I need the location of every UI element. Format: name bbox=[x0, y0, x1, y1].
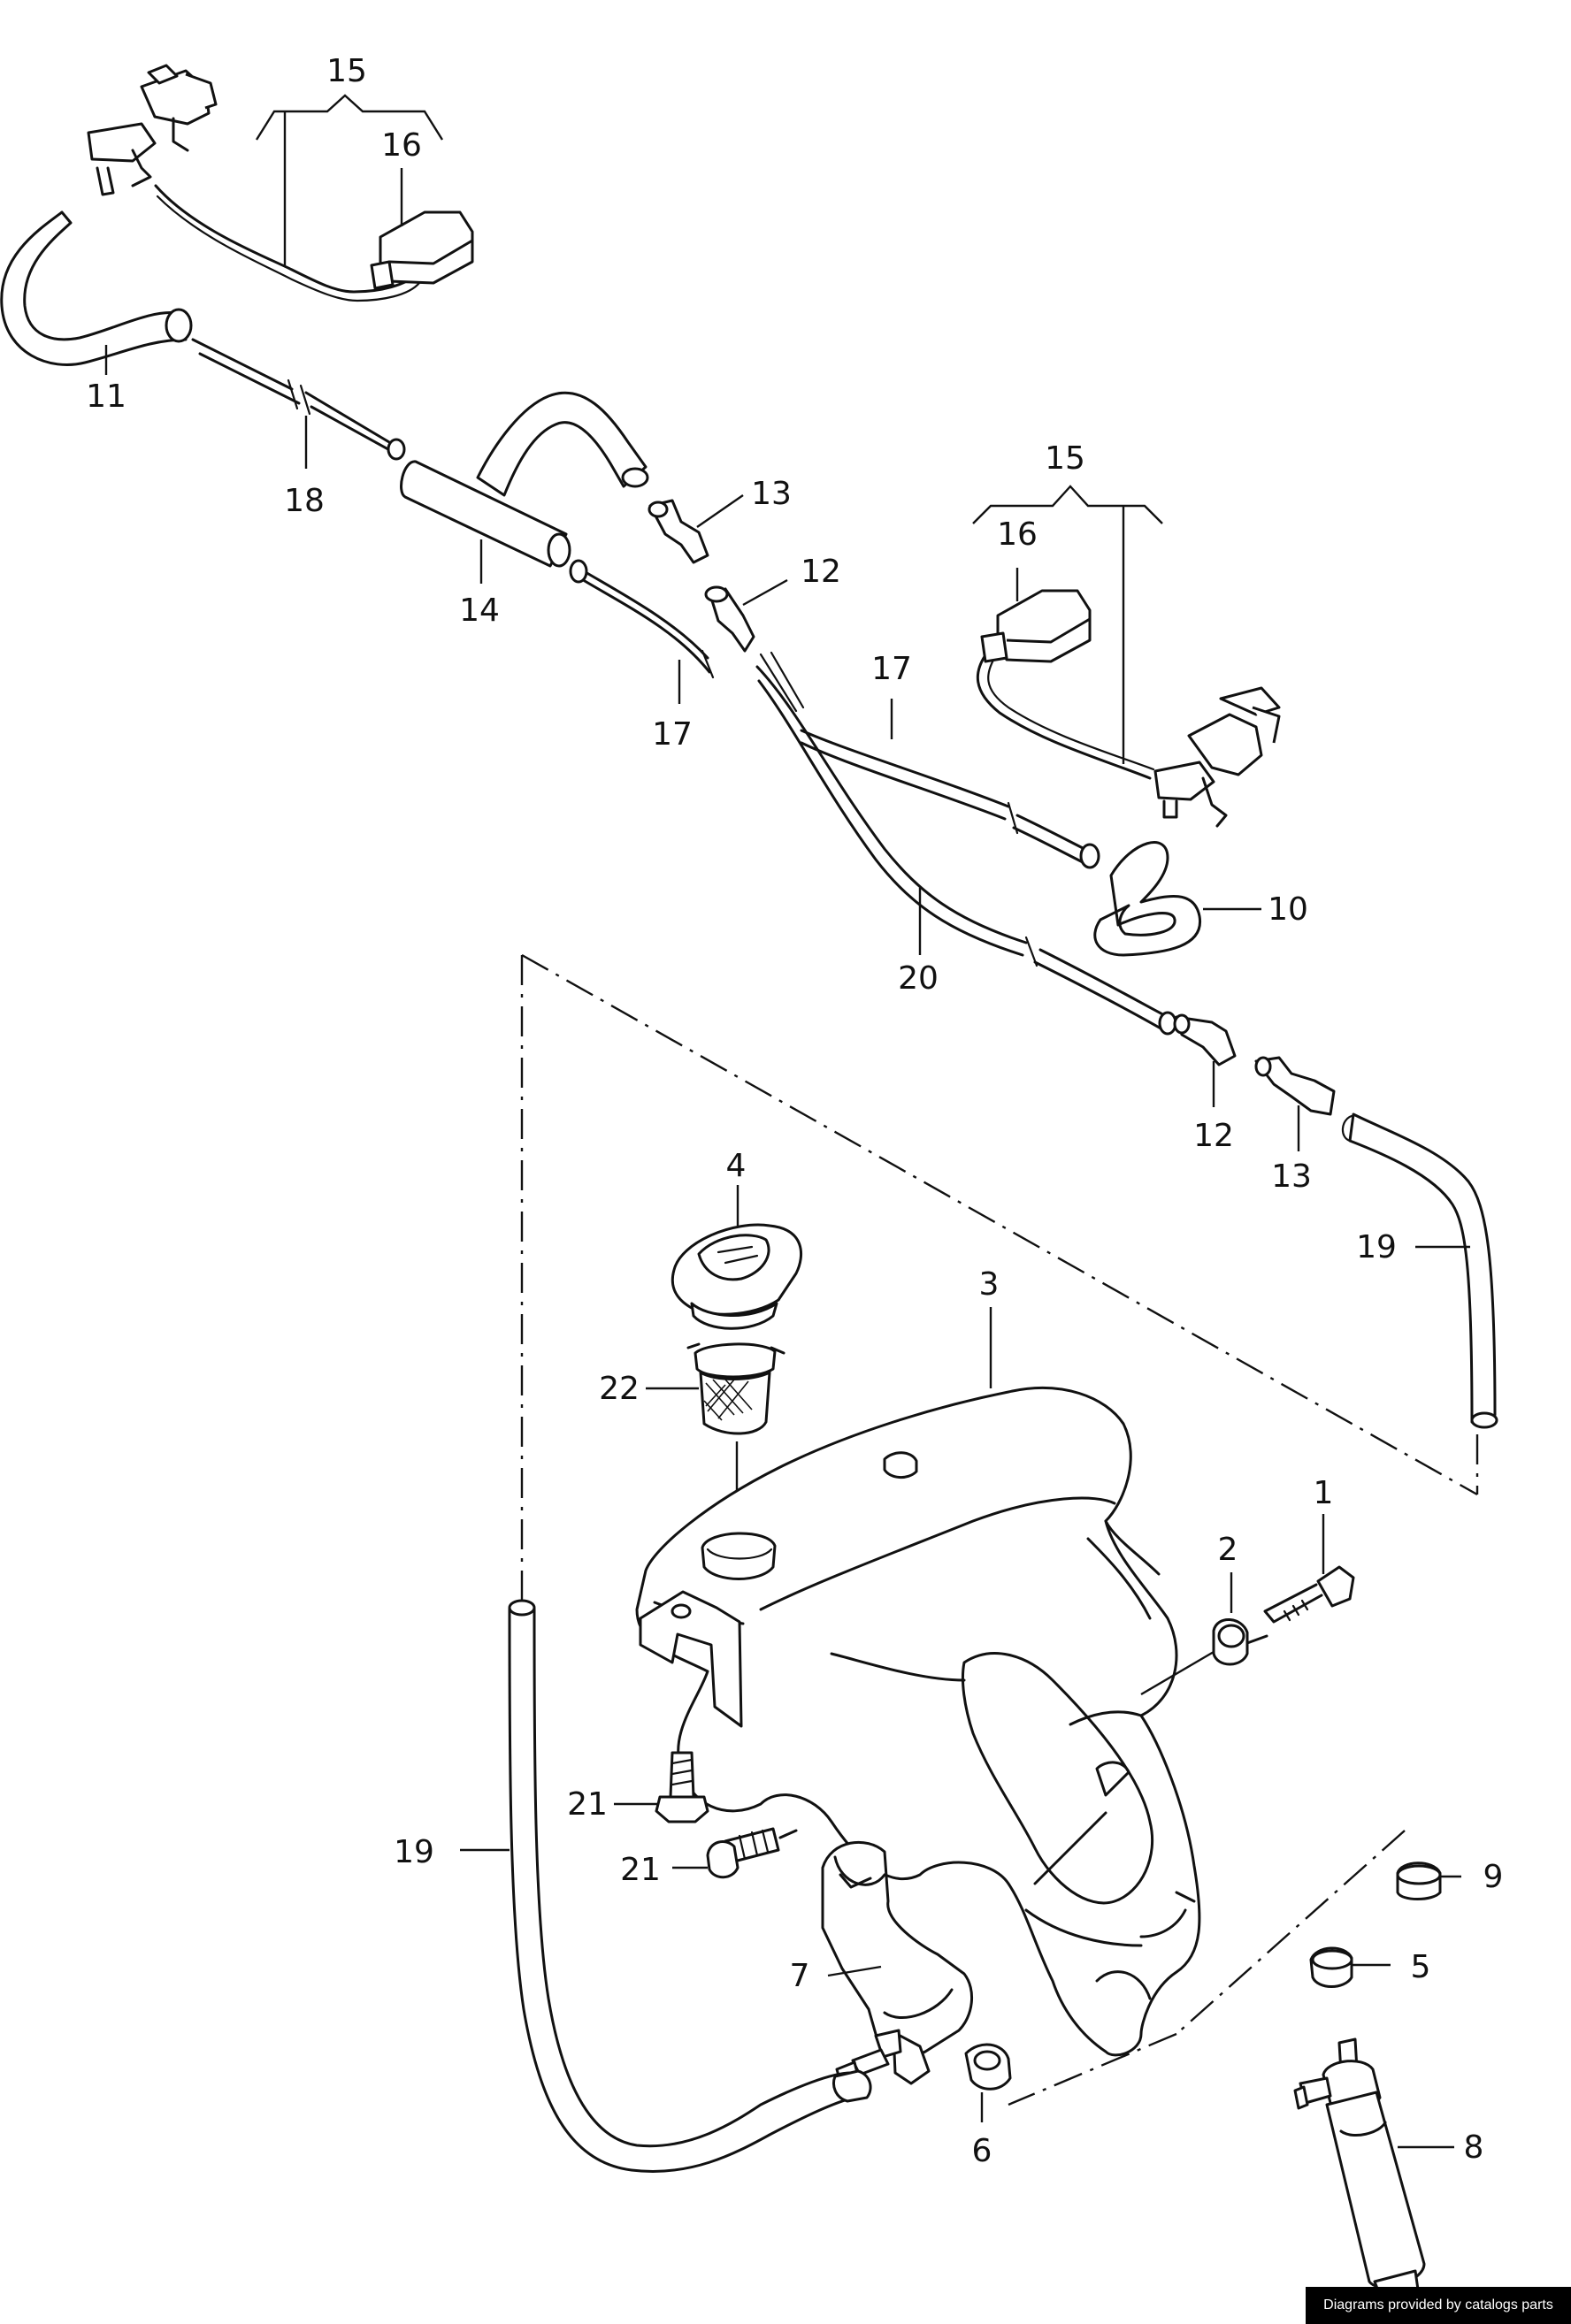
callout-14[interactable]: 14 bbox=[459, 592, 500, 629]
callout-21-horizontal[interactable]: 21 bbox=[620, 1852, 661, 1888]
hose-19-upper bbox=[1348, 1112, 1497, 1424]
plug-9 bbox=[1396, 1861, 1442, 1900]
hose-17-left bbox=[573, 564, 711, 674]
callout-9[interactable]: 9 bbox=[1483, 1859, 1504, 1895]
dash-line-top bbox=[521, 953, 1478, 1496]
callout-16-right[interactable]: 16 bbox=[997, 516, 1038, 553]
callout-17-left[interactable]: 17 bbox=[652, 716, 693, 753]
hose-14-y-piece bbox=[400, 391, 649, 568]
callout-12-top[interactable]: 12 bbox=[801, 554, 841, 590]
hose-17-right bbox=[800, 729, 1090, 865]
callout-10[interactable]: 10 bbox=[1268, 891, 1308, 928]
hose-10 bbox=[1093, 841, 1202, 957]
connector-12-top bbox=[704, 585, 755, 653]
callout-8[interactable]: 8 bbox=[1464, 2129, 1484, 2166]
washer-pump-7 bbox=[821, 1840, 974, 2085]
callout-12-lower[interactable]: 12 bbox=[1193, 1118, 1234, 1154]
bolt-1 bbox=[1263, 1565, 1355, 1624]
electrical-plug-right bbox=[980, 589, 1092, 663]
connector-13-top bbox=[648, 499, 709, 564]
dash-line-pump bbox=[1008, 1830, 1406, 2106]
callout-2[interactable]: 2 bbox=[1218, 1532, 1238, 1568]
callout-13-top[interactable]: 13 bbox=[751, 476, 792, 512]
callout-15-right[interactable]: 15 bbox=[1045, 440, 1085, 477]
reservoir-cap bbox=[671, 1223, 802, 1330]
hose-20 bbox=[755, 665, 1169, 1031]
connector-13-lower bbox=[1254, 1056, 1336, 1116]
callout-13-lower[interactable]: 13 bbox=[1271, 1158, 1312, 1195]
hose-19-lower bbox=[508, 1602, 863, 2173]
washer-nozzle-right bbox=[1153, 686, 1281, 828]
callout-7[interactable]: 7 bbox=[790, 1958, 810, 1994]
callout-20[interactable]: 20 bbox=[898, 960, 939, 997]
callout-16-top[interactable]: 16 bbox=[381, 127, 422, 164]
callout-6[interactable]: 6 bbox=[972, 2133, 992, 2169]
mounting-bracket bbox=[639, 1590, 743, 1728]
electrical-plug-left bbox=[370, 210, 474, 290]
callout-5[interactable]: 5 bbox=[1411, 1949, 1431, 1985]
callout-19-lower[interactable]: 19 bbox=[394, 1834, 434, 1870]
callout-4[interactable]: 4 bbox=[726, 1148, 747, 1184]
wire-harness-left-inner bbox=[156, 195, 421, 302]
callout-3[interactable]: 3 bbox=[979, 1266, 1000, 1303]
callout-18[interactable]: 18 bbox=[284, 483, 325, 519]
credit-banner: Diagrams provided by catalogs parts bbox=[1306, 2287, 1571, 2324]
callout-19-upper[interactable]: 19 bbox=[1356, 1229, 1397, 1265]
callout-21-vertical[interactable]: 21 bbox=[567, 1786, 608, 1823]
grommet-6 bbox=[964, 2043, 1012, 2091]
hose-11-end bbox=[165, 308, 193, 343]
filler-strainer bbox=[686, 1342, 786, 1435]
washer-pump-8 bbox=[1293, 2037, 1426, 2306]
callout-1[interactable]: 1 bbox=[1314, 1475, 1334, 1511]
bolt-21-vertical bbox=[655, 1751, 709, 1823]
leader-lines bbox=[104, 94, 1470, 2149]
callout-22[interactable]: 22 bbox=[599, 1371, 640, 1407]
washer-nozzle-left bbox=[87, 64, 218, 196]
wire-harness-right bbox=[976, 651, 1152, 780]
callout-17-right[interactable]: 17 bbox=[871, 651, 912, 687]
grommet-5 bbox=[1309, 1946, 1353, 1988]
grommet-2 bbox=[1212, 1618, 1268, 1666]
connector-12-lower bbox=[1173, 1013, 1237, 1066]
bolt-21-horizontal bbox=[706, 1827, 798, 1879]
wire-harness-left bbox=[154, 184, 418, 294]
hose-18 bbox=[191, 338, 396, 455]
callout-11[interactable]: 11 bbox=[86, 378, 126, 415]
hose-11 bbox=[0, 210, 188, 366]
callout-15-top[interactable]: 15 bbox=[326, 53, 367, 89]
